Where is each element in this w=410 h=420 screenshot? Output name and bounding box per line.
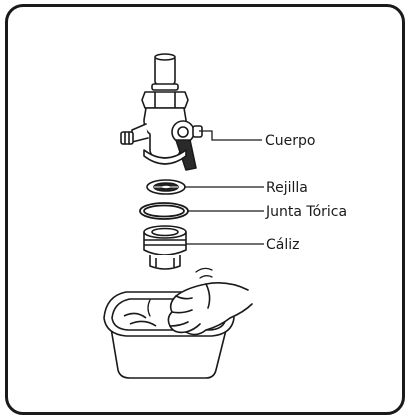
cup-part bbox=[144, 226, 186, 269]
o-ring-part bbox=[140, 203, 188, 219]
label-strainer: Rejilla bbox=[266, 180, 308, 196]
label-o-ring: Junta Tórica bbox=[265, 204, 347, 220]
leader-body bbox=[199, 131, 262, 140]
label-cup: Cáliz bbox=[266, 237, 299, 253]
leader-lines bbox=[184, 131, 264, 244]
valve-body bbox=[121, 54, 202, 170]
label-body: Cuerpo bbox=[265, 133, 315, 149]
strainer-part bbox=[147, 180, 185, 194]
